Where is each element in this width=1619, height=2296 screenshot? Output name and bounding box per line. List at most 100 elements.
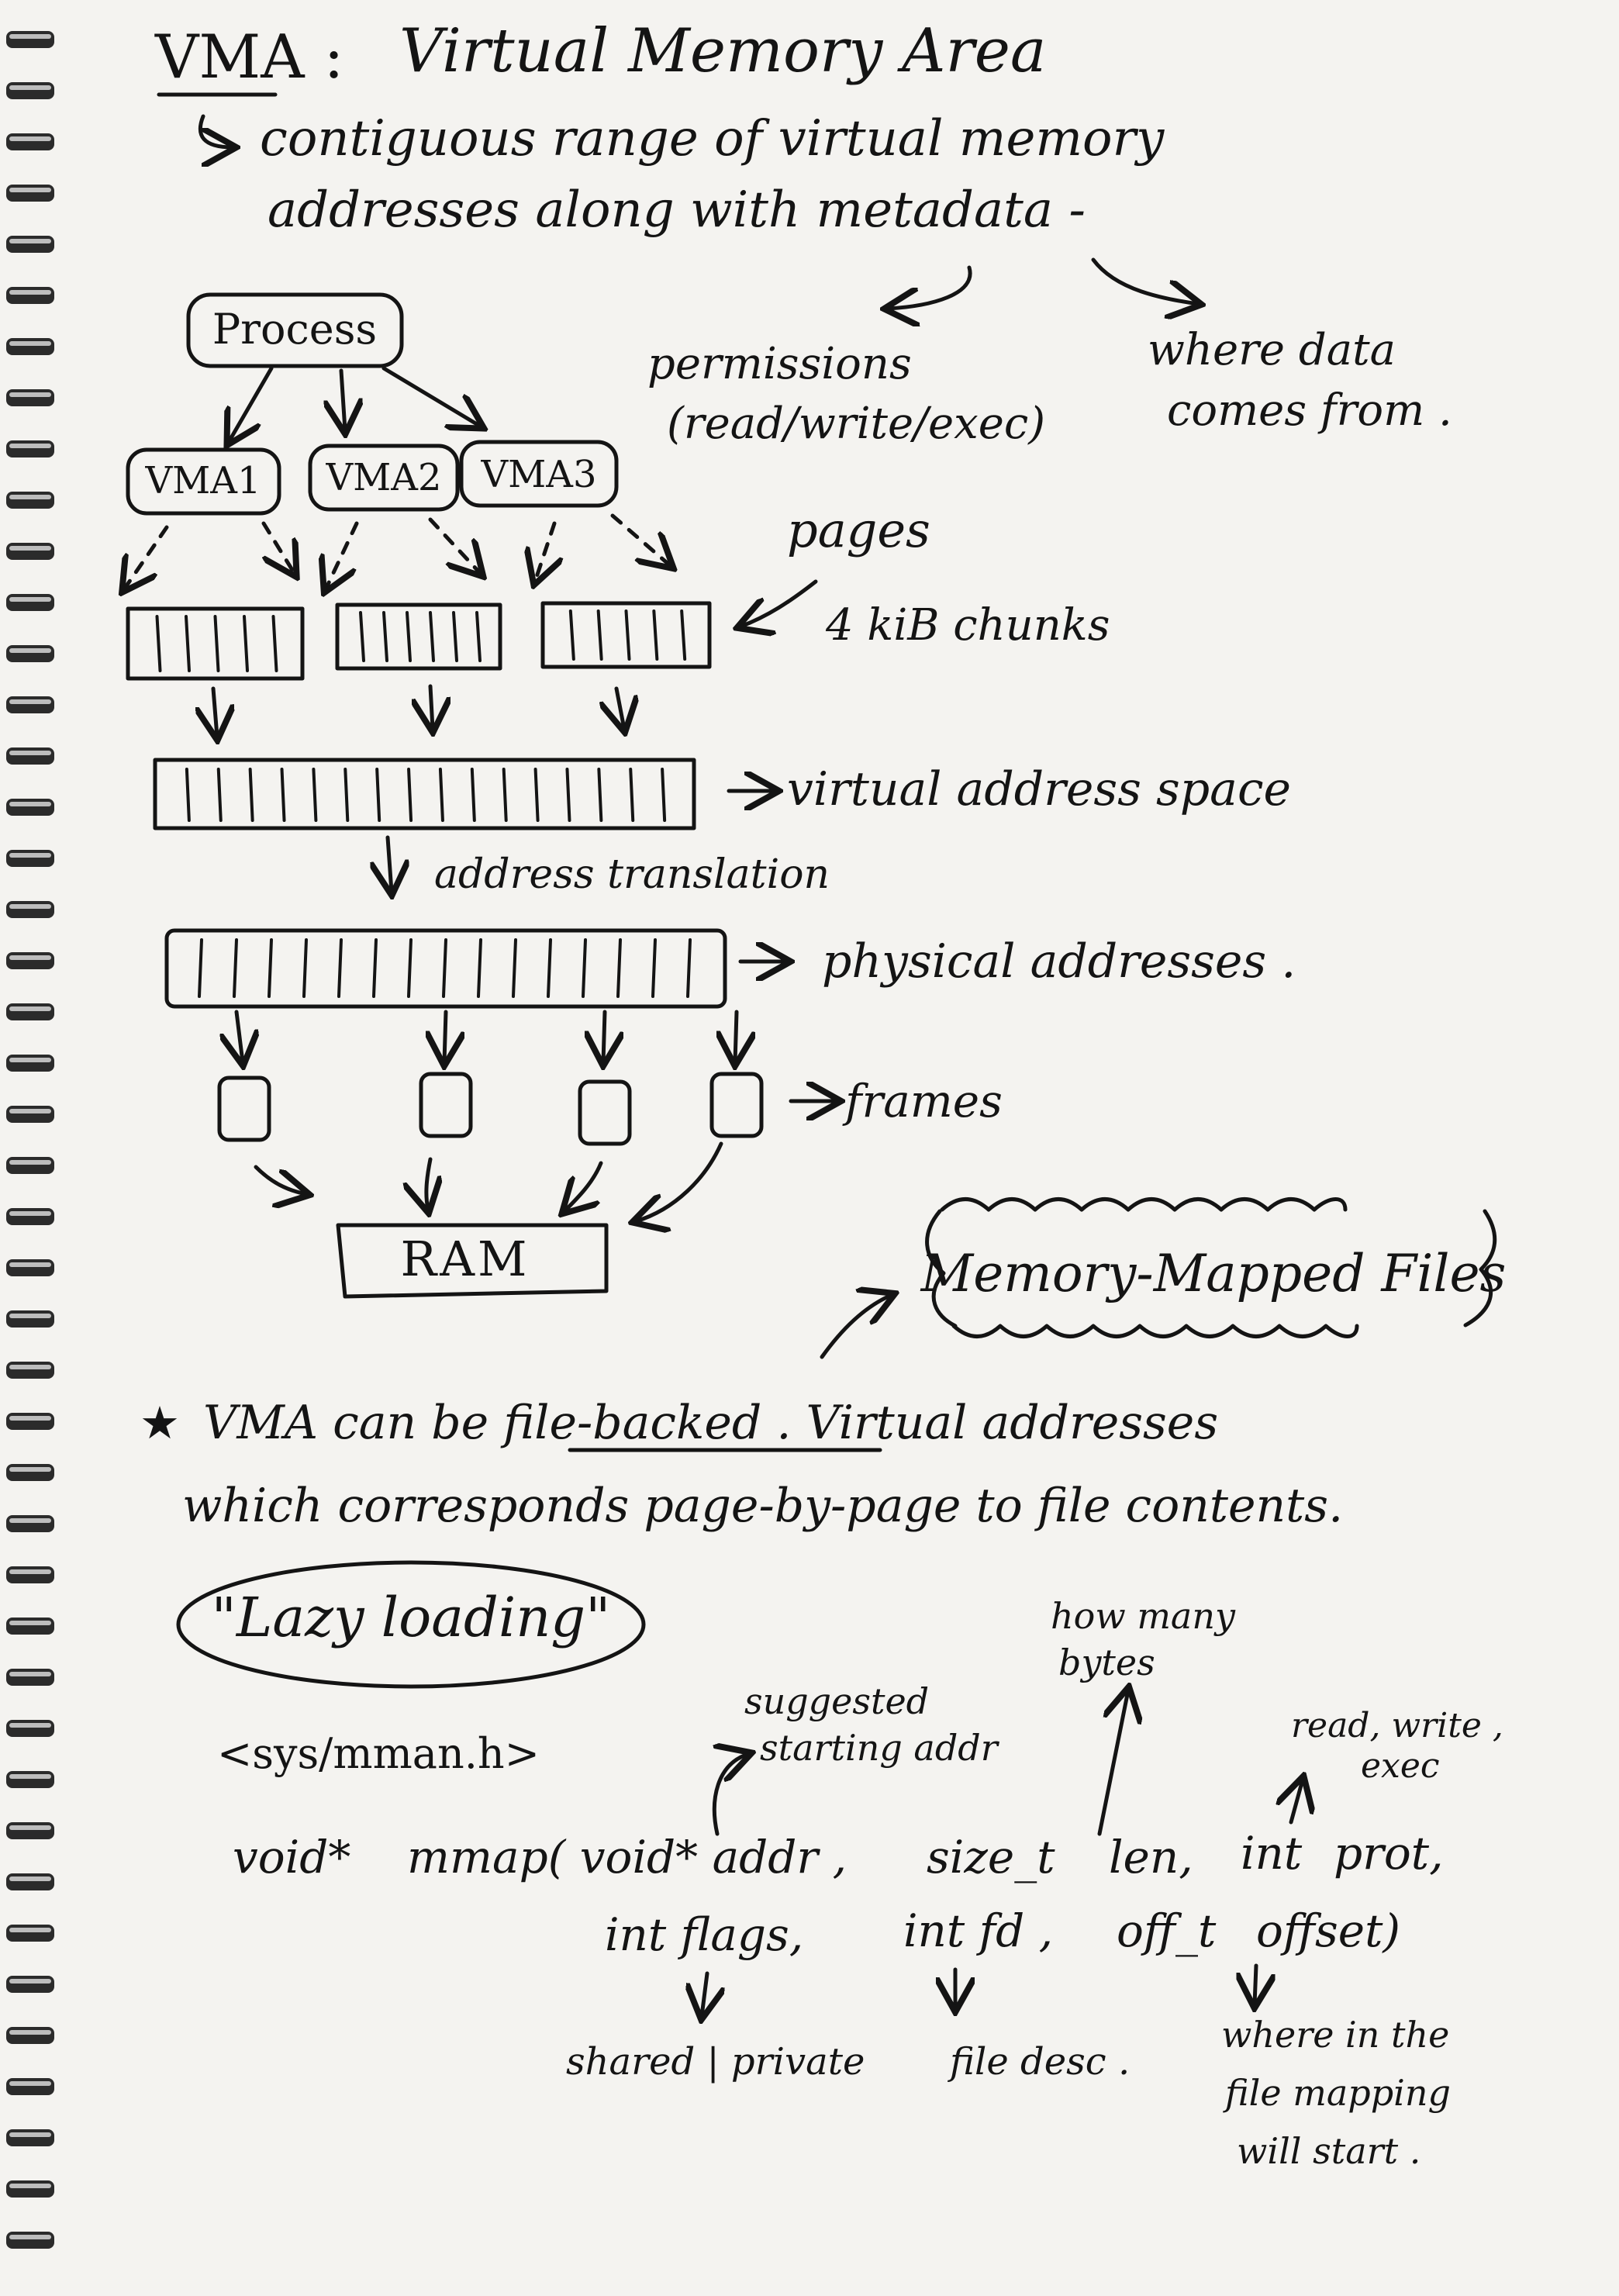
note-star: ★ [140,1397,180,1449]
virtual-bar-tick [533,768,540,822]
title-acronym: VMA : [154,22,344,92]
ann-fd: file desc . [948,2040,1130,2084]
page-tick [382,611,388,662]
definition-arrow [198,114,233,147]
lazy-loading-label: "Lazy loading" [212,1586,611,1649]
page-tick [652,609,659,661]
page-tick [475,611,482,662]
definition-line1: contiguous range of virtual memory [260,110,1165,167]
page-tick [155,615,162,672]
arrow-to-permissions [888,265,972,309]
page-tick [359,611,365,662]
spiral-ring-highlight [9,495,51,499]
note-line1: VMA can be file-backed . Virtual address… [203,1396,1218,1450]
spiral-ring-highlight [9,1314,51,1318]
arrow-pages1-down [213,686,217,737]
page-group-box [335,602,502,671]
data-source-line2: comes from . [1167,385,1452,436]
spiral-ring-highlight [9,136,51,141]
dash-vma1-right [261,521,295,574]
arrow-frame1-ram [254,1165,306,1194]
physical-bar-tick [233,938,238,998]
spiral-ring-highlight [9,1416,51,1421]
virtual-bar-tick [629,768,635,822]
arrow-process-vma2 [341,368,345,430]
spiral-ring-highlight [9,1825,51,1830]
page-groups [126,601,712,681]
virtual-bar-tick [216,768,223,822]
vma1-label: VMA1 [144,459,261,502]
arrow-physical-frame [603,1010,605,1062]
arrow-to-source [1091,257,1198,304]
page-tick [568,609,575,661]
virtual-space-label: virtual address space [787,762,1291,817]
spiral-ring-highlight [9,802,51,806]
ann-prot-2: exec [1361,1746,1440,1786]
spiral-ring-highlight [9,1365,51,1369]
title-full: Virtual Memory Area [399,16,1046,86]
sig-fd: int fd , [903,1904,1053,1957]
spiral-ring-highlight [9,853,51,858]
permissions-label: permissions [647,339,912,389]
page-tick [406,611,412,662]
ann-prot-1: read, write , [1291,1706,1503,1745]
virtual-bar-tick [343,768,350,822]
frames-group [217,1010,764,1146]
frame-box [709,1072,764,1138]
spiral-ring-highlight [9,955,51,960]
arrow-prot [1291,1780,1303,1825]
sig-mmap-addr: mmap( void* addr , [407,1831,847,1883]
arrow-process-vma3 [381,366,481,426]
sig-size-type: size_t [927,1831,1055,1883]
physical-bar-tick [582,938,587,998]
physical-bar-tick [268,938,273,998]
arrow-offset [1255,1963,1256,2004]
arrow-frame3-ram [564,1161,603,1211]
spiral-ring-highlight [9,2081,51,2086]
ann-len-2: bytes [1058,1642,1155,1683]
spiral-ring-highlight [9,546,51,551]
physical-bar-tick [686,938,692,998]
physical-bar-frame [164,928,727,1009]
vma3-box [459,440,619,508]
physical-bar-tick [651,938,657,998]
mmf-arrow [820,1295,892,1359]
spiral-ring-highlight [9,34,51,39]
ann-offset-1: where in the [1221,2014,1449,2056]
vma2-label: VMA2 [325,456,441,499]
virtual-bar-tick [661,768,667,822]
physical-bar-tick [512,938,517,998]
pages-note: 4 kiB chunks [825,600,1110,651]
code-header: <sys/mman.h> [217,1729,540,1778]
spiral-ring-highlight [9,85,51,90]
arrow-addr [712,1754,748,1836]
physical-bar-tick [616,938,622,998]
spiral-ring-highlight [9,1211,51,1216]
dash-vma2-left [326,521,359,589]
ann-addr-1: suggested [744,1680,929,1722]
physical-bar-tick [337,938,343,998]
virtual-bar-tick [312,768,318,822]
physical-bar-tick [372,938,378,998]
spiral-ring-highlight [9,648,51,653]
virtual-bar-tick [470,768,476,822]
page-tick [624,609,631,661]
spiral-ring-highlight [9,1774,51,1779]
arrow-physical-frame [735,1010,737,1062]
translation-label: address translation [434,851,830,898]
sig-prot: prot, [1334,1827,1444,1880]
virtual-bar-tick [248,768,254,822]
spiral-ring-highlight [9,239,51,243]
physical-bar-tick [477,938,482,998]
spiral-ring-highlight [9,392,51,397]
ann-flags: shared | private [566,2040,865,2084]
translation-arrow [388,835,392,892]
dash-vma1-left [124,525,169,589]
definition-line2: addresses along with metadata - [268,181,1086,239]
spiral-ring-highlight [9,1058,51,1062]
spiral-ring-highlight [9,1877,51,1881]
spiral-ring-highlight [9,2030,51,2035]
arrow-physical-frame [236,1010,243,1062]
